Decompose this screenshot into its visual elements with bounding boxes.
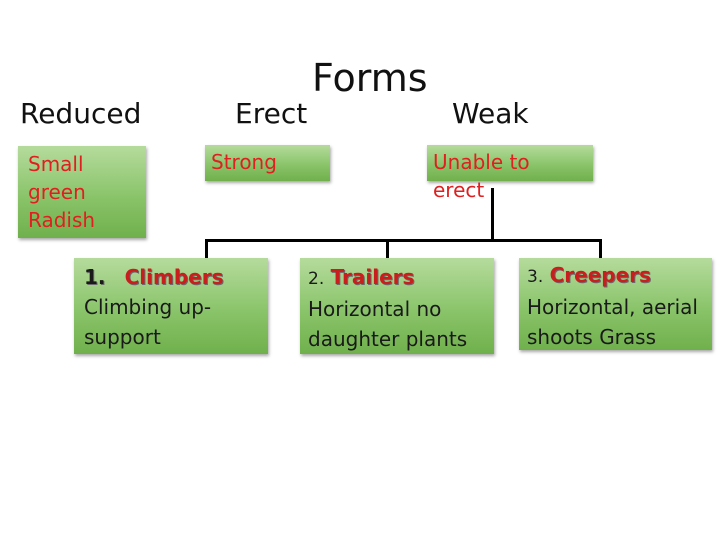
creepers-name: Creepers	[549, 263, 651, 287]
creepers-number: 3.	[527, 267, 544, 287]
climbers-box: 1. Climbers Climbing up-support	[74, 258, 268, 354]
trailers-heading: 2. Trailers	[308, 262, 486, 294]
reduced-example-line-3: Radish	[28, 208, 96, 232]
erect-example-box: Strong	[205, 145, 330, 181]
climbers-name: Climbers	[124, 265, 224, 289]
creepers-box: 3. Creepers Horizontal, aerial shoots Gr…	[519, 258, 712, 350]
diagram-title: Forms	[312, 56, 428, 100]
category-erect: Erect	[235, 97, 308, 130]
connector-drop-trailers	[386, 239, 389, 261]
connector-trunk	[491, 188, 494, 240]
category-weak: Weak	[452, 97, 529, 130]
connector-horizontal	[205, 239, 602, 242]
connector-drop-creepers	[599, 239, 602, 261]
trailers-name: Trailers	[330, 265, 415, 289]
creepers-description: Horizontal, aerial shoots Grass	[527, 295, 698, 349]
creepers-heading: 3. Creepers	[527, 260, 704, 292]
weak-example-box: Unable to erect	[427, 145, 593, 202]
trailers-box: 2. Trailers Horizontal no daughter plant…	[300, 258, 494, 354]
climbers-description: Climbing up-support	[84, 295, 212, 349]
category-reduced: Reduced	[20, 97, 142, 130]
trailers-description: Horizontal no daughter plants	[308, 297, 468, 351]
climbers-heading: 1. Climbers	[84, 262, 258, 292]
reduced-example-box: Small green Radish	[18, 146, 146, 238]
erect-example-text: Strong	[211, 150, 277, 174]
connector-drop-climbers	[205, 239, 208, 261]
reduced-example-line-1: Small	[28, 152, 84, 176]
climbers-number: 1.	[84, 265, 106, 289]
weak-example-text: Unable to erect	[433, 150, 530, 202]
reduced-example-line-2: green	[28, 180, 86, 204]
trailers-number: 2.	[308, 269, 325, 289]
